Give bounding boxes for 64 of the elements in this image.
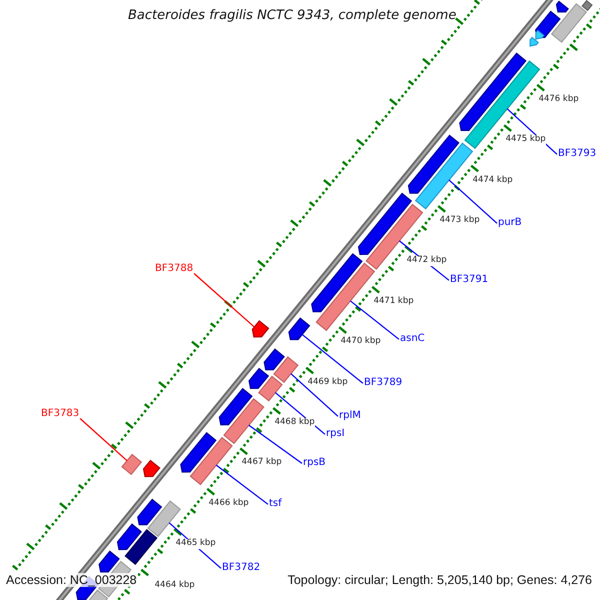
tick-label: 4467 kbp bbox=[242, 458, 282, 468]
title: Bacteroides fragilis NCTC 9343, complete genome bbox=[128, 9, 456, 24]
gene-label: rpsI bbox=[326, 428, 345, 440]
gene-feature bbox=[550, 3, 588, 43]
gene-label: BF3783 bbox=[41, 408, 80, 420]
gene-feature bbox=[258, 376, 283, 402]
gene-label: rplM bbox=[339, 410, 361, 422]
tick-label: 4470 kbp bbox=[340, 337, 381, 347]
tick-label: 4472 kbp bbox=[406, 256, 447, 266]
leader-line bbox=[350, 300, 400, 340]
gene-feature bbox=[408, 134, 460, 194]
leader-line bbox=[216, 464, 268, 505]
gene-feature bbox=[414, 142, 474, 210]
leader-line bbox=[194, 273, 255, 328]
leader-line bbox=[80, 418, 128, 462]
gene-feature bbox=[556, 0, 569, 13]
leader-line bbox=[302, 334, 364, 384]
tick-label: 4473 kbp bbox=[440, 216, 480, 226]
gene-feature bbox=[358, 192, 412, 255]
gene-feature bbox=[218, 388, 253, 426]
leader-line bbox=[248, 424, 302, 464]
leader-line bbox=[448, 180, 498, 224]
gene-feature bbox=[190, 436, 233, 486]
genome-summary-text: Topology: circular; Length: 5,205,140 bp; Genes: 4,276 bbox=[286, 572, 593, 587]
gene-feature bbox=[137, 498, 162, 526]
gene-feature bbox=[116, 523, 142, 550]
gene-feature bbox=[142, 460, 160, 478]
gene-feature bbox=[288, 317, 310, 340]
leader-line bbox=[290, 373, 338, 417]
tick-label: 4466 kbp bbox=[208, 498, 249, 509]
tick-label: 4474 kbp bbox=[472, 176, 513, 186]
tick-label: 4476 kbp bbox=[538, 94, 579, 105]
gene-label: BF3789 bbox=[364, 377, 402, 388]
gene-feature bbox=[124, 529, 158, 565]
gene-feature bbox=[264, 348, 285, 370]
tick-label: 4471 kbp bbox=[374, 296, 414, 307]
tick-label: 4464 kbp bbox=[154, 580, 195, 590]
gene-feature bbox=[273, 356, 299, 383]
gene-feature bbox=[530, 36, 539, 47]
gene-label: BF3793 bbox=[558, 148, 596, 160]
gene-label: purB bbox=[498, 217, 522, 228]
tick-label: 4469 kbp bbox=[308, 378, 348, 388]
gene-feature bbox=[581, 0, 593, 12]
gene-feature bbox=[121, 454, 142, 476]
gene-feature bbox=[535, 30, 545, 40]
gene-label: BF3782 bbox=[222, 562, 260, 574]
gene-feature bbox=[316, 262, 376, 332]
gene-feature bbox=[311, 253, 363, 312]
tick-label: 4465 kbp bbox=[176, 539, 216, 549]
gene-label: asnC bbox=[400, 333, 425, 344]
gene-label: BF3791 bbox=[450, 274, 488, 286]
gene-feature bbox=[459, 52, 527, 132]
gene-feature bbox=[180, 432, 217, 473]
gene-feature bbox=[223, 398, 264, 444]
accession-text: Accession: NC_003228 bbox=[5, 572, 138, 587]
gene-feature bbox=[252, 320, 270, 338]
gene-feature bbox=[98, 550, 120, 573]
gene-label: tsf bbox=[269, 498, 282, 510]
gene-label: BF3788 bbox=[155, 263, 194, 274]
tick-label: 4468 kbp bbox=[274, 418, 315, 428]
gene-label: rpsB bbox=[303, 457, 326, 468]
tick-label: 4475 kbp bbox=[506, 135, 546, 145]
gene-feature bbox=[147, 500, 181, 538]
gene-feature bbox=[248, 368, 270, 389]
